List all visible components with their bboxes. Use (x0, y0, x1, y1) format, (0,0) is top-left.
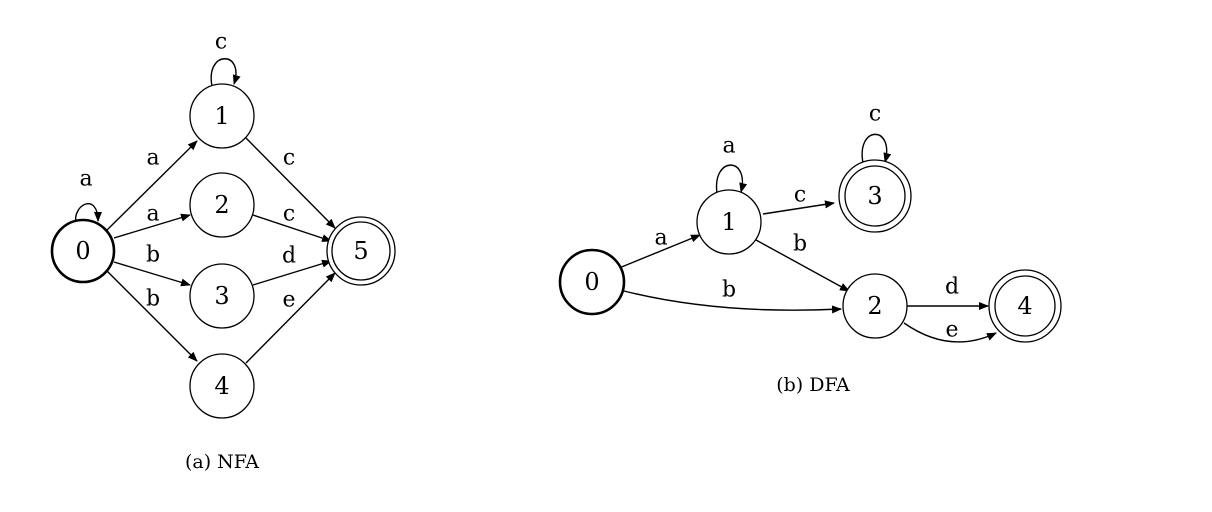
nfa-edge-label-0-3: b (146, 243, 160, 268)
nfa-edge-4-5 (245, 272, 336, 364)
dfa-edge-label-1-3: c (794, 183, 806, 208)
dfa-state-label: 1 (721, 208, 736, 236)
dfa-edge-label-0-2: b (722, 278, 736, 303)
dfa-state-4: 4 (988, 269, 1062, 343)
dfa-edge-label-3-3: c (869, 102, 881, 127)
nfa-edge-label-1-5: c (283, 146, 295, 171)
nfa-edge-3-5 (252, 259, 332, 286)
dfa-edge-0-2 (623, 290, 842, 314)
dfa-state-1: 1 (696, 189, 762, 255)
nfa-edge-2-5 (252, 214, 332, 242)
dfa-caption: (b) DFA (776, 374, 850, 396)
dfa-state-0: 0 (558, 248, 626, 316)
nfa-edge-label-0-2: a (146, 202, 159, 227)
nfa-state-0: 0 (50, 218, 116, 284)
nfa-edge-0-2 (113, 213, 191, 239)
dfa-edge-label-2-4: d (945, 275, 959, 300)
nfa-state-label: 4 (214, 372, 229, 400)
dfa-edge-1-3 (762, 200, 835, 215)
dfa-state-label: 3 (867, 182, 882, 210)
dfa-edge-3-3 (861, 133, 892, 164)
nfa-state-label: 5 (353, 237, 368, 265)
dfa-edges: a b a c b c d e (618, 102, 997, 343)
nfa-edge-label-3-5: d (282, 244, 296, 269)
nfa-state-label: 3 (214, 282, 229, 310)
nfa-edge-label-4-5: e (282, 288, 295, 313)
dfa-edge-1-1 (715, 164, 748, 194)
dfa-edge-2-4-e (903, 322, 997, 343)
nfa-caption: (a) NFA (185, 451, 259, 473)
dfa-state-2: 2 (842, 273, 908, 339)
nfa-edge-0-0 (75, 203, 102, 225)
nfa-state-1: 1 (189, 83, 255, 149)
nfa-edge-1-5 (245, 137, 336, 229)
nfa-edge-label-0-4: b (146, 287, 160, 312)
dfa-state-3: 3 (838, 159, 912, 233)
dfa-state-label: 2 (867, 292, 882, 320)
dfa-state-label: 4 (1017, 292, 1032, 320)
nfa-edge-label-2-5: c (283, 202, 295, 227)
nfa-state-4: 4 (189, 353, 255, 419)
nfa-edge-0-4 (105, 269, 198, 362)
nfa-edge-label-0-1: a (146, 146, 159, 171)
dfa-diagram: a b a c b c d e 0 1 2 (558, 102, 1062, 396)
dfa-edge-label-1-1: a (722, 134, 735, 159)
nfa-edge-1-1 (210, 58, 241, 87)
dfa-edge-label-2-4-e: e (945, 318, 958, 343)
dfa-state-label: 0 (584, 268, 599, 296)
nfa-state-label: 1 (214, 102, 229, 130)
nfa-state-label: 2 (214, 191, 229, 219)
nfa-edge-0-1 (105, 140, 198, 232)
dfa-edge-label-0-1: a (654, 226, 667, 251)
nfa-state-2: 2 (189, 172, 255, 238)
dfa-edge-0-1 (618, 234, 701, 269)
nfa-edge-label-1-1: c (215, 30, 227, 55)
nfa-edges: a a a b b c c c d e (75, 30, 336, 364)
nfa-state-3: 3 (189, 263, 255, 329)
nfa-edge-label-0-0: a (79, 167, 92, 192)
nfa-edge-0-3 (113, 261, 191, 287)
dfa-edge-1-2 (755, 239, 850, 292)
nfa-state-5: 5 (326, 216, 396, 286)
nfa-diagram: a a a b b c c c d e 0 1 (50, 30, 396, 473)
nfa-state-label: 0 (75, 237, 90, 265)
dfa-edge-label-1-2: b (793, 232, 807, 257)
